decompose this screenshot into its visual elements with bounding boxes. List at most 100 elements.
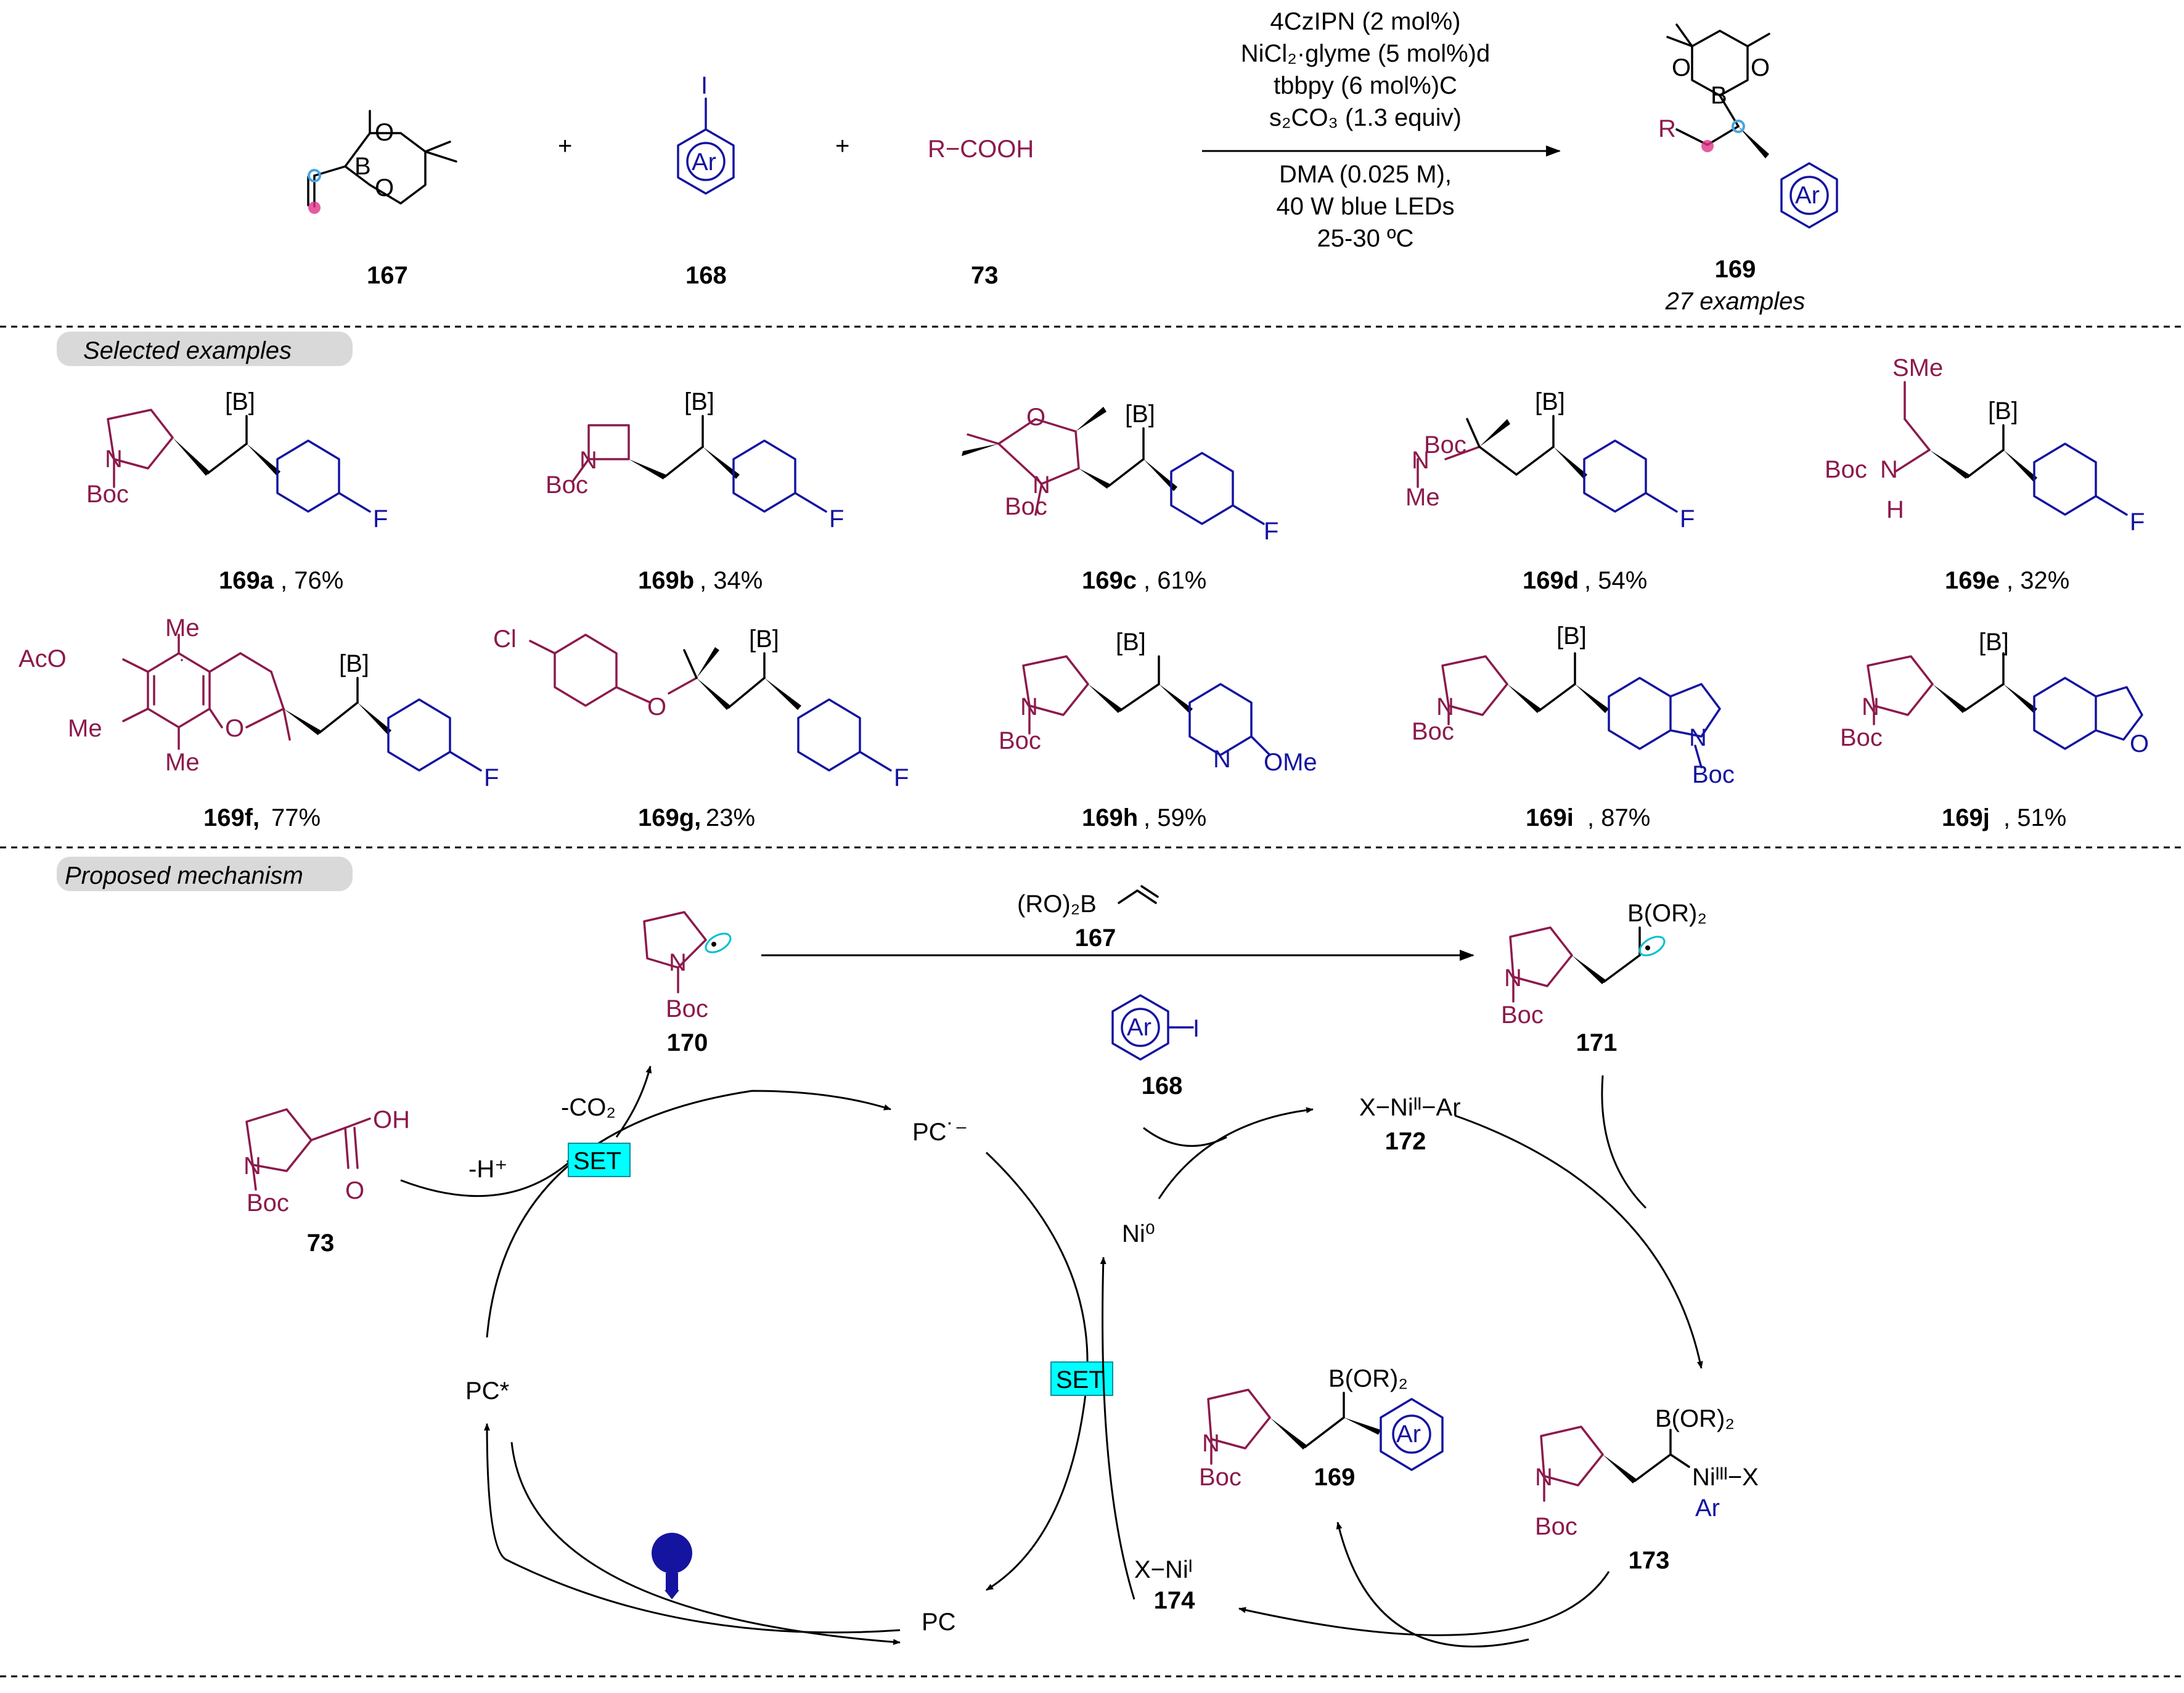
oxygen-atom: O [1026,404,1045,431]
oxygen-atom: O [1751,54,1770,81]
example-169h-yield: , 59% [1143,804,1206,831]
nitrogen-atom: N [1412,447,1429,474]
aryl-iodide-168-structure: Ar I [1111,994,1200,1061]
example-169b-id: 169b [638,567,694,594]
nitrogen-atom: N [1880,456,1898,483]
compound-172-label: 172 [1385,1128,1426,1155]
example-169c-structure: O N Boc [B] F [962,401,1278,545]
example-169f-yield: 77% [271,804,321,831]
acetoxy-group: AcO [18,645,67,672]
oxygen-atom: O [1672,54,1691,81]
compound-168-label: 168 [1142,1072,1183,1099]
example-169j-id: 169j [1942,804,1990,831]
example-169d-id: 169d [1523,567,1579,594]
compound-173-label: 173 [1629,1547,1670,1574]
radical-171-structure: N Boc B(OR)₂ [1501,900,1707,1029]
example-169h-structure: N Boc [B] N OMe [999,629,1317,776]
blue-light-icon [652,1533,692,1599]
methyl-group: Me [68,715,102,742]
boryl-group: [B] [684,388,714,415]
plus-sign: + [835,133,849,160]
sm-168-structure: I Ar [677,72,735,195]
oxidative-addition-arrow [1158,1107,1314,1199]
example-169d-structure: Boc N Me [B] F [1405,388,1695,532]
oxygen-atom: O [375,174,394,202]
boron-atom: B [354,153,371,180]
example-169d-yield: , 54% [1584,567,1647,594]
ni2-complex-172: X−Niᴵᴵ−Ar [1359,1094,1461,1121]
condition-line: 4CzIPN (2 mol%) [1270,8,1461,35]
section-tag-bg [57,332,353,366]
iodo-atom: I [701,72,708,99]
r-group-label: R [1658,115,1676,142]
hydrogen-atom: H [1886,496,1904,523]
section-tag-bg [57,857,353,891]
compound-167-label: 167 [1075,924,1116,952]
example-169g-yield: 23% [706,804,755,831]
ar-ring-label: Ar [1127,1014,1151,1041]
example-169a-yield: , 76% [280,567,343,594]
compound-169-label: 169 [1314,1464,1356,1491]
nitrogen-atom: N [1535,1464,1553,1491]
condition-line: tbbpy (6 mol%)C [1274,72,1457,99]
boryl-group: [B] [1116,629,1146,656]
example-169a-structure: N Boc [B] F [86,388,388,532]
example-169e-yield: , 32% [2006,567,2069,594]
example-169i-yield: , 87% [1587,804,1650,831]
boc-group: Boc [546,471,588,499]
boc-group: Boc [1501,1002,1544,1029]
boryl-group: [B] [1979,629,2009,656]
condition-line: s₂CO₃ (1.3 equiv) [1269,104,1462,131]
ni1-complex-174: X−Niᴵ [1134,1556,1193,1583]
example-169i-id: 169i [1526,804,1574,831]
oxidation-arc [486,1090,891,1338]
carboxylic-acid-label: R−COOH [928,136,1034,163]
example-169g-id: 169g, [638,804,701,831]
condition-line: 40 W blue LEDs [1276,193,1454,220]
nitrogen-atom: N [1213,746,1231,773]
boryl-group: [B] [1535,388,1565,415]
nitrogen-atom: N [105,446,123,473]
oxygen-atom: O [2130,730,2149,757]
boryl-group: [B] [1556,622,1587,650]
compound-169-label: 169 [1715,256,1756,283]
condition-line: DMA (0.025 M), [1279,161,1452,188]
compound-174-label: 174 [1154,1587,1195,1614]
example-169j-structure: N Boc [B] O [1840,629,2149,757]
boc-group: Boc [1535,1513,1577,1540]
nitrogen-atom: N [1020,693,1038,720]
nitrogen-atom: N [243,1152,261,1180]
ar-ring-label: Ar [692,149,716,176]
fluorine-atom: F [894,764,909,791]
radical-capture-arrow [1454,1114,1703,1369]
examples-count: 27 examples [1665,288,1806,315]
methoxy-group: OMe [1264,749,1317,776]
ni0-species: Ni⁰ [1122,1220,1155,1247]
nitrogen-atom: N [1202,1430,1220,1457]
chlorine-atom: Cl [493,626,517,653]
excitation-arc [484,1423,901,1634]
boron-atom: B [1711,82,1727,109]
example-169c-id: 169c [1082,567,1137,594]
example-169f-id: 169f, [203,804,260,831]
example-169j-yield: , 51% [2003,804,2066,831]
proton-loss-label: -H⁺ [468,1156,507,1183]
ni3-complex-173-structure: N Boc B(OR)₂ Niᴵᴵᴵ−X Ar [1535,1405,1759,1540]
product-169-mechanism-structure: N Boc B(OR)₂ Ar [1199,1365,1444,1491]
reduction-arc [985,1151,1089,1591]
ni-reduction-arrow [1100,1257,1135,1600]
methyl-group: Me [1405,484,1440,511]
oxygen-atom: O [375,119,394,146]
boryl-group: [B] [225,388,255,415]
example-169g-structure: Cl O [B] F [493,626,909,791]
section-title-selected: Selected examples [83,337,292,364]
reductive-elimination-arrow [1238,1571,1610,1636]
compound-171-label: 171 [1576,1029,1618,1056]
boronate-group: B(OR)₂ [1328,1365,1408,1392]
nitrogen-atom: N [1689,724,1707,751]
fluorine-atom: F [1264,518,1278,545]
boc-group: Boc [1412,718,1454,745]
methyl-group: Me [165,749,200,776]
